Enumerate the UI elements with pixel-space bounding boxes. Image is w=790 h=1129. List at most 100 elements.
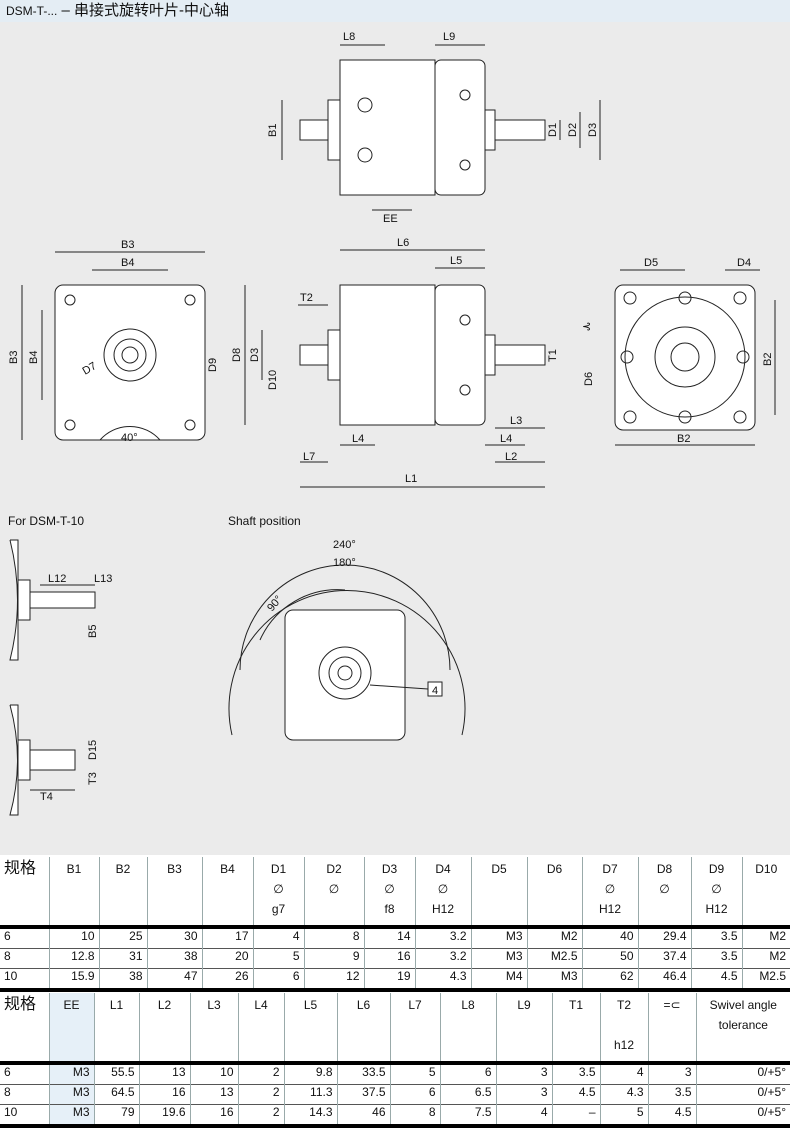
dim-D2: D2: [567, 123, 579, 137]
dim-D6: D6: [583, 372, 595, 386]
header-line: D10: [755, 862, 778, 876]
table-cell: M3: [470, 927, 527, 949]
front-view: B3 B4 B3 B4 D7 D9 40°: [8, 239, 219, 444]
column-header: B2: [98, 857, 147, 927]
table-cell: M3: [526, 968, 582, 990]
table-cell: 17: [201, 927, 253, 949]
table-cell: 25: [98, 927, 147, 949]
table-cell: 15.9: [48, 968, 99, 990]
table-cell: 9: [303, 948, 364, 969]
dim-L5: L5: [450, 255, 462, 267]
header-line: H12: [705, 902, 728, 916]
table-cell: 4.3: [599, 1084, 648, 1105]
table-cell: 79: [93, 1104, 139, 1126]
header-line: =⊂: [663, 998, 681, 1012]
table-cell: 10: [48, 927, 99, 949]
table-cell: 2: [237, 1104, 284, 1126]
column-header: B1: [48, 857, 99, 927]
table-cell: 3: [647, 1063, 696, 1085]
table-cell: M4: [470, 968, 527, 990]
header-line: f8: [384, 902, 395, 916]
column-header: B4: [201, 857, 253, 927]
column-header: L5: [283, 993, 337, 1063]
table-cell: 6: [389, 1084, 440, 1105]
column-header: =⊂: [647, 993, 696, 1063]
dim-T4: T4: [40, 791, 53, 803]
header-line: D7: [602, 862, 618, 876]
page-header: DSM-T-... – 串接式旋转叶片-中心轴: [0, 0, 790, 22]
table-cell: 10: [4, 1105, 18, 1119]
table-cell: 12: [303, 968, 364, 990]
table-cell: 14.3: [283, 1104, 337, 1126]
table-cell: 19: [363, 968, 415, 990]
header-line: B2: [115, 862, 131, 876]
column-header: D8∅: [637, 857, 691, 927]
table-cell: 62: [581, 968, 638, 990]
dim-L2: L2: [505, 451, 517, 463]
table-cell: M3: [48, 1084, 94, 1105]
table-cell: 47: [146, 968, 202, 990]
header-line: B1: [66, 862, 82, 876]
header-line: D5: [491, 862, 507, 876]
dim-D3-side: D3: [249, 348, 261, 362]
header-line: L1: [109, 998, 124, 1012]
column-header: EE: [48, 993, 94, 1063]
header-line: L7: [408, 998, 422, 1012]
header-line: 规格: [4, 860, 37, 877]
table-cell: 4.5: [690, 968, 742, 990]
table-cell: 16: [363, 948, 415, 969]
table-cell: 10: [4, 969, 18, 983]
column-header: T1: [551, 993, 600, 1063]
column-header: D5: [470, 857, 527, 927]
table-cell: 7.5: [439, 1104, 496, 1126]
header-line: D1: [270, 862, 287, 876]
column-header: D9∅H12: [690, 857, 742, 927]
table-cell: 38: [146, 948, 202, 969]
dim-D10: D10: [267, 370, 279, 390]
table-cell: M3: [48, 1104, 94, 1126]
header-line: tolerance: [718, 1018, 768, 1032]
table-cell: 6: [439, 1063, 496, 1085]
table-cell: 6: [252, 968, 304, 990]
dim-B1: B1: [267, 124, 279, 137]
callout-4: 4: [432, 685, 438, 697]
header-line: L4: [254, 998, 268, 1012]
table-cell: 26: [201, 968, 253, 990]
table-cell: 12.8: [48, 948, 99, 969]
header-line: ∅: [437, 882, 449, 896]
table-cell: 37.5: [336, 1084, 390, 1105]
header-line: D8: [656, 862, 673, 876]
column-header: D3∅f8: [363, 857, 415, 927]
table-cell: 2: [237, 1063, 284, 1085]
table-cell: 4: [495, 1104, 552, 1126]
table-cell: 46.4: [637, 968, 691, 990]
table-cell: 29.4: [637, 927, 691, 949]
header-line: L9: [517, 998, 531, 1012]
dsm-t-10-detail: For DSM-T-10 L12 L13 B5 D15 T3 T4: [8, 514, 112, 816]
header-line: L6: [356, 998, 371, 1012]
dim-T3: T3: [87, 772, 99, 785]
table-cell: 13: [189, 1084, 238, 1105]
header-line: L3: [207, 998, 221, 1012]
header-line: ∅: [273, 882, 284, 896]
table-cell: 5: [389, 1063, 440, 1085]
table-cell: 14: [363, 927, 415, 949]
column-header: L8: [439, 993, 496, 1063]
dim-L4-left: L4: [352, 433, 364, 445]
header-line: D2: [326, 862, 342, 876]
header-line: L5: [303, 998, 318, 1012]
column-header: D2∅: [303, 857, 364, 927]
table-cell: 4: [252, 927, 304, 949]
column-header: L9: [495, 993, 552, 1063]
rear-view: D5 D4 B2 B2 D6 ⊰: [582, 257, 776, 446]
dim-D15: D15: [87, 740, 99, 760]
table-cell: 3.2: [414, 927, 471, 949]
header-line: ∅: [711, 882, 722, 896]
table-cell: 4.5: [551, 1084, 600, 1105]
table-cell: 8: [389, 1104, 440, 1126]
dim-L7: L7: [303, 451, 315, 463]
